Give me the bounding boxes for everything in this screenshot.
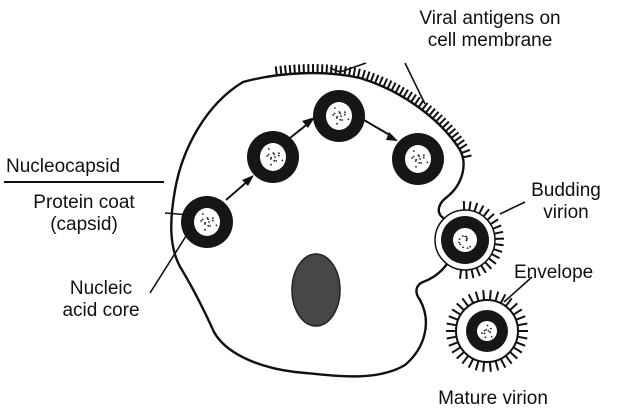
- cell-nucleus: [292, 254, 340, 326]
- viral-antigens-line2: cell membrane: [380, 30, 600, 52]
- nucleocapsid-4: [392, 133, 444, 185]
- mature-virion: [446, 290, 528, 372]
- viral-antigens-label: Viral antigens on cell membrane: [380, 8, 600, 52]
- budding-line1: Budding: [516, 180, 616, 202]
- protein-coat-line1: Protein coat: [4, 192, 164, 214]
- mature-virion-label: Mature virion: [418, 388, 568, 410]
- protein-coat-line2: (capsid): [4, 214, 164, 236]
- nucleic-acid-line1: Nucleic: [46, 278, 156, 300]
- nucleic-acid-core-label: Nucleic acid core: [46, 278, 156, 322]
- nucleocapsid-3: [313, 90, 365, 142]
- protein-coat-label: Protein coat (capsid): [4, 192, 164, 236]
- nucleocapsid-label: Nucleocapsid: [6, 156, 120, 178]
- budding-line2: virion: [516, 202, 616, 224]
- nucleic-acid-line2: acid core: [46, 300, 156, 322]
- budding-virion-label: Budding virion: [516, 180, 616, 224]
- envelope-label: Envelope: [514, 262, 593, 284]
- viral-antigens-line1: Viral antigens on: [380, 8, 600, 30]
- nucleocapsid-2: [247, 131, 299, 183]
- nucleocapsid-1: [181, 196, 233, 248]
